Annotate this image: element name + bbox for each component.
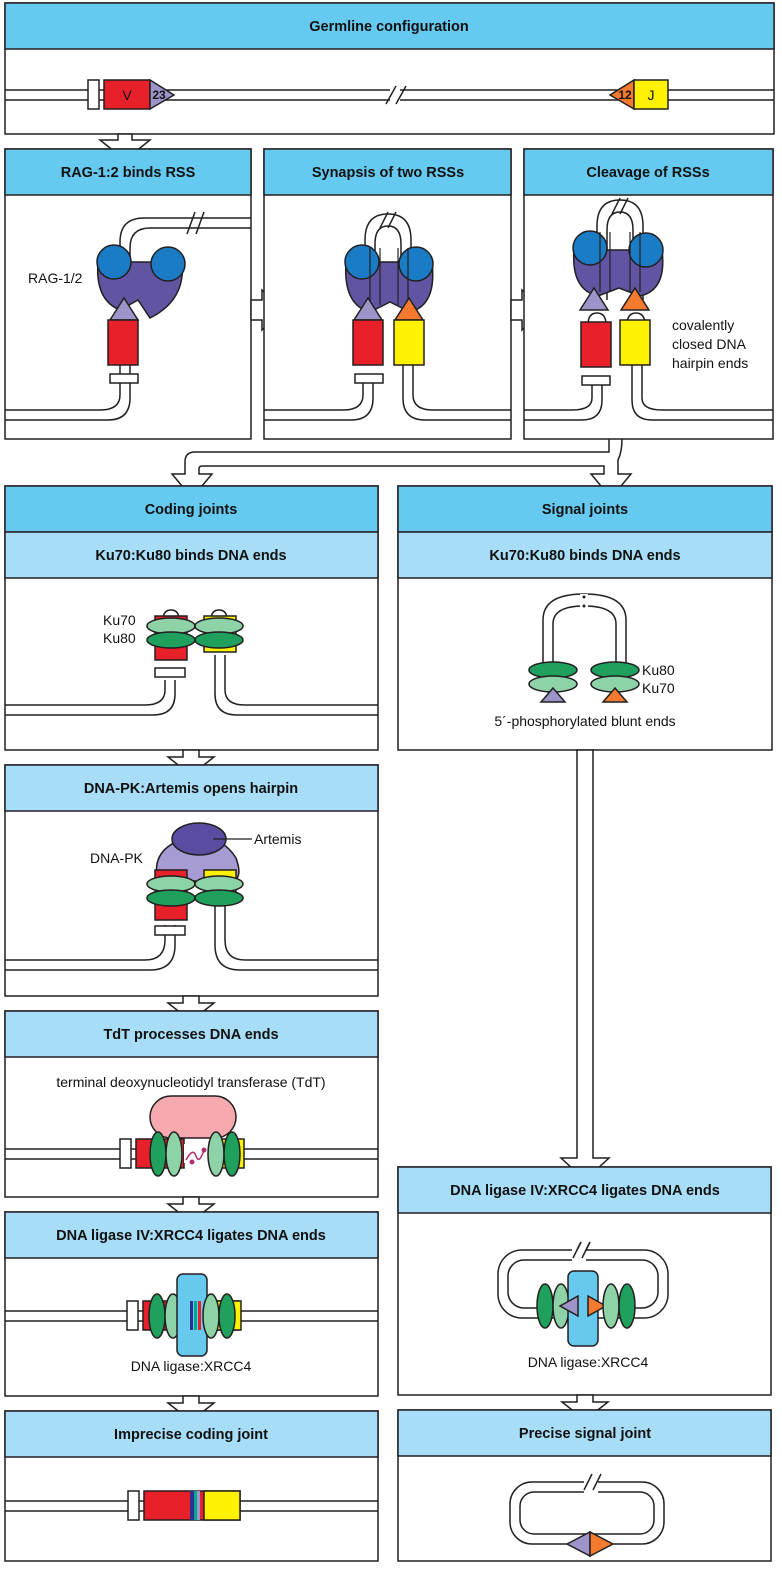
arrow-down-long-icon: [559, 749, 611, 1182]
j-label: J: [648, 87, 655, 103]
cleavage-panel: Cleavage of RSSs covalently closed DNA h…: [523, 148, 774, 440]
ku70-signal-label: Ku70: [642, 680, 675, 696]
rag12-label: RAG-1/2: [28, 270, 83, 286]
v-label: V: [122, 87, 132, 103]
ligase-xrcc4-label: DNA ligase:XRCC4: [131, 1358, 252, 1374]
germline-title: Germline configuration: [309, 19, 469, 35]
dnapk-artemis-panel: DNA-PK:Artemis opens hairpin Artemis DNA…: [4, 764, 379, 997]
tdt-shape: [149, 1095, 237, 1139]
ku80-label: Ku80: [103, 630, 136, 646]
artemis-label: Artemis: [254, 831, 301, 847]
ku70-label: Ku70: [103, 612, 136, 628]
germline-panel: Germline configuration V 23 12 J: [4, 2, 775, 135]
v-segment: [580, 321, 612, 368]
ligase-coding-panel: DNA ligase IV:XRCC4 ligates DNA ends DNA…: [4, 1211, 379, 1397]
tdt-label: terminal deoxynucleotidyl transferase (T…: [56, 1074, 325, 1090]
covalently-label-3: hairpin ends: [672, 355, 748, 371]
phosphorylated-label: 5´-phosphorylated blunt ends: [494, 713, 675, 729]
ligase-signal-title: DNA ligase IV:XRCC4 ligates DNA ends: [450, 1183, 720, 1199]
ku80-signal-label: Ku80: [642, 662, 675, 678]
imprecise-title: Imprecise coding joint: [114, 1427, 268, 1443]
ligase-xrcc4-signal-label: DNA ligase:XRCC4: [528, 1354, 649, 1370]
coding-joints-panel: Coding joints Ku70:Ku80 binds DNA ends K…: [4, 485, 379, 751]
precise-panel: Precise signal joint: [397, 1409, 772, 1562]
rag-right-lobe: [150, 246, 186, 282]
j-segment: [393, 319, 425, 366]
rag-left-lobe: [96, 244, 132, 280]
rss12-label: 12: [618, 88, 632, 102]
rss23-label: 23: [152, 88, 166, 102]
split-arrows: [170, 438, 637, 500]
covalently-label-1: covalently: [672, 317, 734, 333]
coding-joints-title: Coding joints: [145, 502, 238, 518]
ku-binds-signal-title: Ku70:Ku80 binds DNA ends: [489, 548, 680, 564]
j-segment: [619, 319, 651, 366]
leader-box: [87, 79, 100, 110]
rag-binds-panel: RAG-1:2 binds RSS RAG-1/2: [4, 148, 252, 440]
j-gene-segment: [633, 79, 669, 110]
precise-title: Precise signal joint: [519, 1426, 651, 1442]
signal-joints-title: Signal joints: [542, 502, 628, 518]
ligase-coding-title: DNA ligase IV:XRCC4 ligates DNA ends: [56, 1228, 326, 1244]
signal-joints-panel: Signal joints Ku70:Ku80 binds DNA ends K…: [397, 485, 773, 751]
ligase-signal-panel: DNA ligase IV:XRCC4 ligates DNA ends DNA…: [397, 1166, 772, 1396]
leader-box: [109, 373, 139, 384]
dnapk-label: DNA-PK: [90, 850, 144, 866]
ku-binds-coding-title: Ku70:Ku80 binds DNA ends: [95, 548, 286, 564]
cleavage-title: Cleavage of RSSs: [586, 165, 709, 181]
rss23-triangle: [149, 78, 176, 111]
v-segment: [107, 319, 139, 366]
imprecise-panel: Imprecise coding joint: [4, 1410, 379, 1562]
v-segment: [352, 319, 384, 366]
covalently-label-2: closed DNA: [672, 336, 747, 352]
dnapk-title: DNA-PK:Artemis opens hairpin: [84, 781, 298, 797]
synapsis-title: Synapsis of two RSSs: [312, 165, 464, 181]
rag-binds-title: RAG-1:2 binds RSS: [61, 165, 196, 181]
tdt-title: TdT processes DNA ends: [103, 1027, 278, 1043]
synapsis-panel: Synapsis of two RSSs: [263, 148, 512, 440]
tdt-panel: TdT processes DNA ends terminal deoxynuc…: [4, 1010, 379, 1198]
